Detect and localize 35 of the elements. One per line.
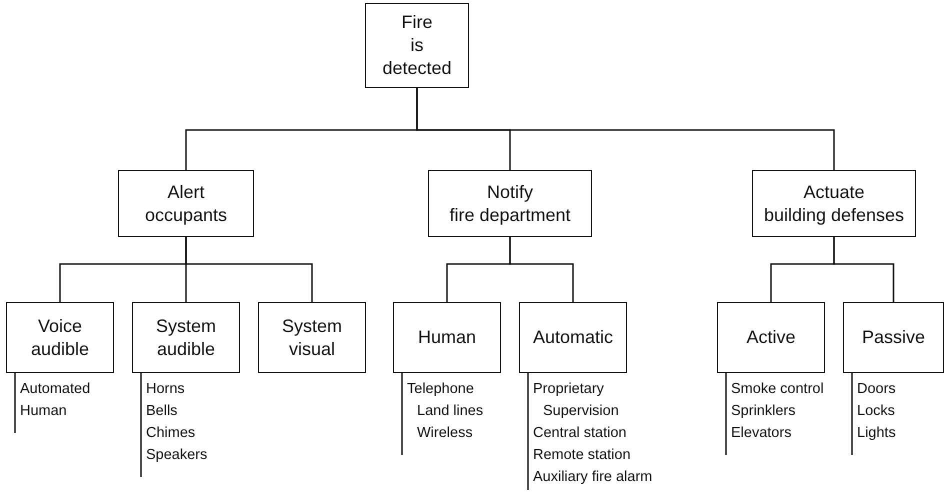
list-item: Central station — [533, 424, 626, 443]
process-box: Alert occupants — [118, 170, 254, 237]
list-item: Bells — [146, 402, 178, 421]
list-item: Human — [20, 402, 67, 421]
list-item: Auxiliary fire alarm — [533, 468, 652, 487]
list-item: Wireless — [417, 424, 473, 443]
list-item: Proprietary — [533, 380, 604, 399]
list-item: Telephone — [407, 380, 474, 399]
process-box: Active — [717, 302, 825, 373]
list-item: Speakers — [146, 446, 208, 465]
process-box: System visual — [258, 302, 366, 373]
list-item: Lights — [857, 424, 896, 443]
process-box: Voice audible — [6, 302, 114, 373]
process-box: Notify fire department — [428, 170, 592, 237]
list-item: Chimes — [146, 424, 196, 443]
process-box: Automatic — [519, 302, 627, 373]
connector-line — [185, 237, 313, 302]
list-item: Smoke control — [731, 380, 824, 399]
list-item: Supervision — [543, 402, 619, 421]
connector-line — [416, 88, 835, 170]
list-item: Remote station — [533, 446, 631, 465]
list-item: Doors — [857, 380, 896, 399]
process-box: Human — [393, 302, 501, 373]
connector-line — [509, 237, 574, 302]
list-item: Horns — [146, 380, 185, 399]
process-box: System audible — [132, 302, 240, 373]
process-box: Actuate building defenses — [752, 170, 916, 237]
list-item: Elevators — [731, 424, 792, 443]
process-box: Fire is detected — [365, 3, 469, 88]
list-item: Locks — [857, 402, 895, 421]
list-item: Land lines — [417, 402, 484, 421]
process-box: Passive — [843, 302, 944, 373]
list-item: Sprinklers — [731, 402, 796, 421]
connector-line — [833, 237, 894, 302]
list-item: Automated — [20, 380, 90, 399]
